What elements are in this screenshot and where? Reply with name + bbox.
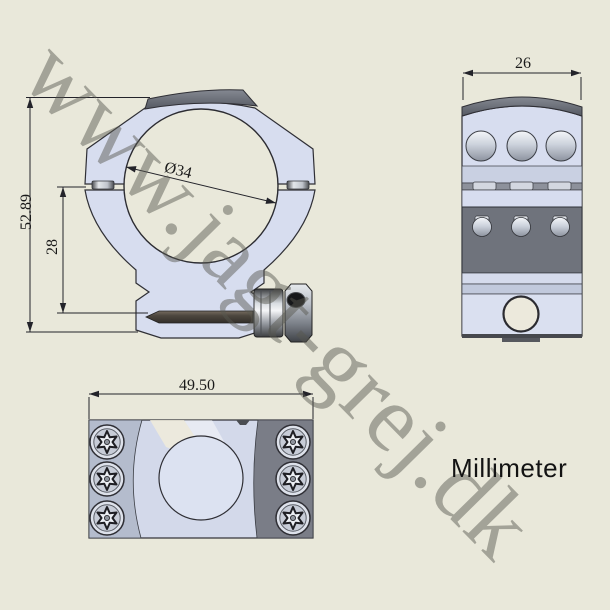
arrowhead	[26, 98, 34, 108]
front-nut-hole	[286, 292, 306, 308]
arrowhead	[463, 69, 473, 77]
arrowhead	[26, 322, 34, 332]
front-split-washer-left	[91, 180, 115, 190]
torx-screw	[89, 500, 125, 536]
torx-screw	[275, 461, 311, 497]
dim-width-label: 26	[515, 55, 531, 72]
top-bore-circle	[158, 435, 244, 521]
side-split-boss	[547, 181, 572, 191]
side-small-screws	[472, 215, 570, 237]
side-recoil-lug	[502, 338, 540, 342]
dim-length-label: 49.50	[179, 377, 215, 394]
top-view: 49.50	[88, 377, 314, 539]
front-view: 52.89 28 Ø34	[18, 89, 316, 343]
arrowhead	[59, 187, 67, 197]
side-dome-screw	[506, 130, 538, 162]
front-top-cap	[144, 89, 259, 110]
small-screw-dome	[550, 217, 570, 237]
side-band	[461, 189, 583, 208]
top-edge-notch	[236, 420, 250, 425]
side-split-boss	[472, 181, 497, 191]
dim-line-bore	[125, 166, 277, 204]
front-split-washer-right	[286, 180, 310, 190]
side-band	[461, 283, 583, 295]
side-top-cap	[461, 96, 583, 117]
side-bottom-edge	[462, 334, 582, 338]
arrowhead	[303, 390, 313, 398]
side-dome-screw	[545, 130, 577, 162]
torx-screw	[275, 500, 311, 536]
front-crossbolt	[145, 310, 254, 324]
dim-bore-diameter-label: Ø34	[163, 159, 194, 182]
front-clamp-washer	[253, 288, 284, 338]
small-screw-dome	[511, 217, 531, 237]
side-band	[461, 165, 583, 184]
small-screw-dome	[472, 217, 492, 237]
arrowhead	[89, 390, 99, 398]
side-dome-screw	[465, 130, 497, 162]
arrowhead	[126, 166, 137, 173]
unit-label: Millimeter	[451, 453, 568, 483]
side-view: 26	[461, 55, 583, 342]
arrowhead	[59, 303, 67, 313]
side-band	[461, 272, 583, 285]
side-split-boss	[509, 181, 534, 191]
front-bore-circle	[123, 108, 279, 264]
torx-screw	[275, 424, 311, 460]
arrowhead	[571, 69, 581, 77]
side-bolt-hole	[502, 295, 540, 333]
dim-saddle-height-label: 28	[44, 239, 61, 255]
torx-screw	[89, 461, 125, 497]
torx-screw	[89, 424, 125, 460]
dim-total-height-label: 52.89	[18, 194, 35, 230]
arrowhead	[265, 197, 276, 204]
